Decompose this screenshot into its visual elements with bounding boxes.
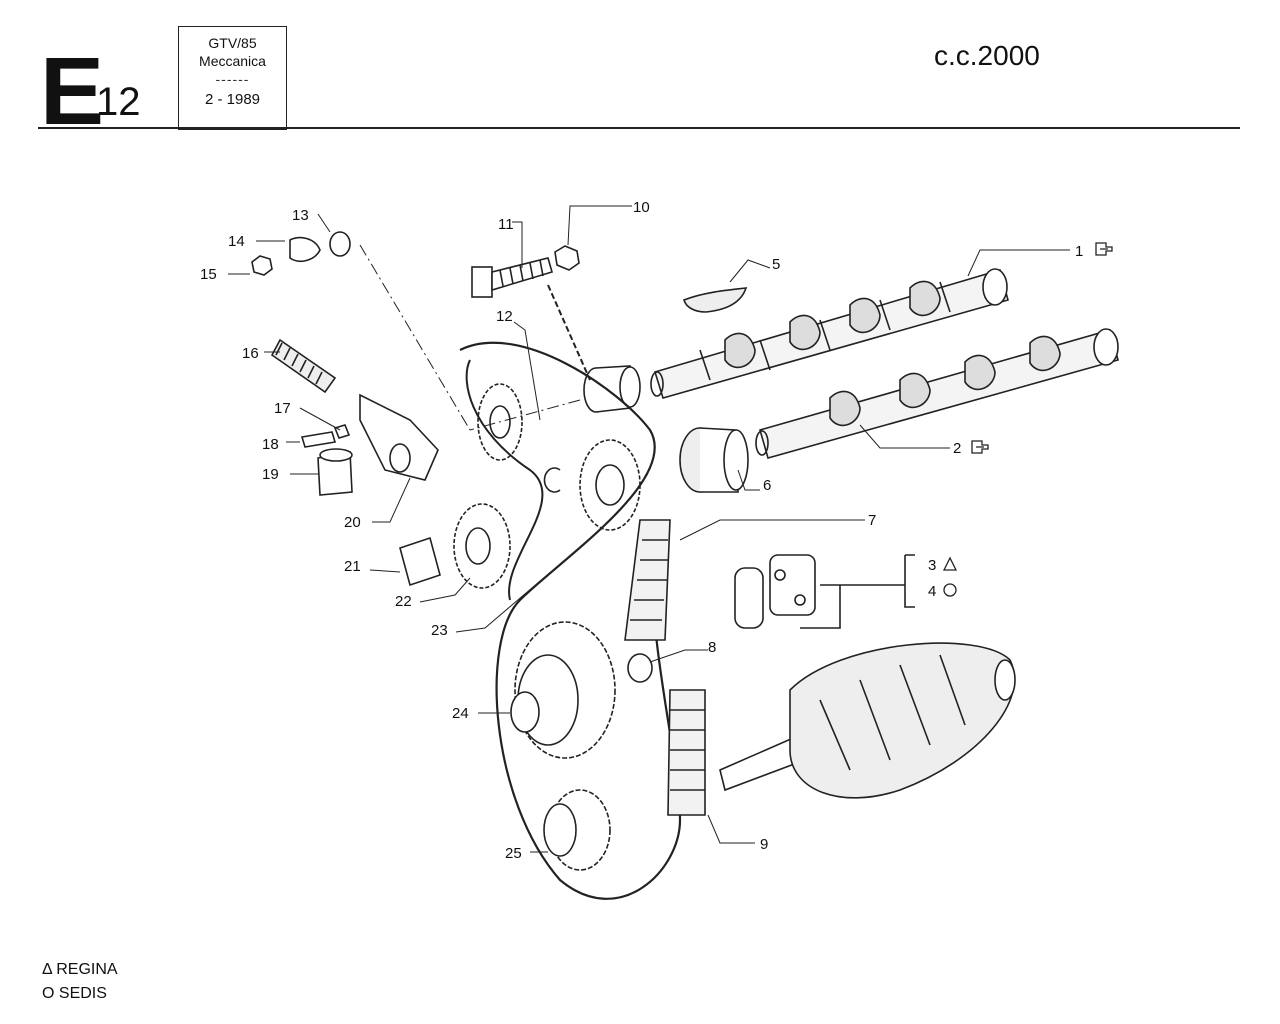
callout-10: 10 [633, 199, 650, 216]
model-label: GTV/85 [208, 35, 257, 51]
callout-21: 21 [344, 558, 361, 575]
callout-3: 3 [928, 557, 936, 574]
callout-6: 6 [763, 477, 771, 494]
section-letter: E [40, 38, 104, 145]
callout-16: 16 [242, 345, 259, 362]
callout-14: 14 [228, 233, 245, 250]
callout-2: 2 [953, 440, 961, 457]
callout-17: 17 [274, 400, 291, 417]
arrow-ref-icon [971, 440, 989, 454]
callout-1: 1 [1075, 243, 1083, 260]
group-label: Meccanica [199, 53, 266, 69]
triangle-icon [942, 556, 958, 571]
chain-master-link [734, 554, 816, 629]
arrow-ref-icon [1095, 242, 1113, 256]
callout-13: 13 [292, 207, 309, 224]
circle-icon [943, 583, 957, 597]
camshaft-intake [650, 268, 1009, 399]
spacer-flange [583, 365, 641, 413]
callout-20: 20 [344, 514, 361, 531]
supplier-legend: Δ REGINA O SEDIS [42, 958, 118, 1006]
callout-24: 24 [452, 705, 469, 722]
date-label: 2 - 1989 [204, 91, 261, 108]
callout-25: 25 [505, 845, 522, 862]
section-number: 12 [96, 80, 141, 124]
callout-11: 11 [498, 216, 514, 233]
tensioner-parts [251, 231, 511, 589]
timing-chain-upper [624, 519, 671, 641]
callout-5: 5 [772, 256, 780, 273]
woodruff-key [683, 287, 748, 313]
nut [554, 245, 580, 271]
callout-7: 7 [868, 512, 876, 529]
displacement-label: c.c.2000 [934, 40, 1040, 71]
timing-chain-lower [667, 689, 706, 816]
page-code: E 12 [40, 44, 141, 140]
callout-18: 18 [262, 436, 279, 453]
lower-sprocket [543, 789, 611, 871]
callout-15: 15 [200, 266, 217, 283]
bolt [471, 257, 553, 298]
callout-4: 4 [928, 583, 936, 600]
crankshaft [719, 642, 1016, 799]
callout-19: 19 [262, 466, 279, 483]
crank-nut [627, 653, 653, 683]
info-box: GTV/85 Meccanica ------ 2 - 1989 [178, 26, 287, 130]
callout-23: 23 [431, 622, 448, 639]
callout-9: 9 [760, 836, 768, 853]
camshaft-exhaust [755, 328, 1119, 459]
separator-label: ------ [215, 71, 250, 87]
circlip [543, 467, 561, 493]
header-rule [38, 127, 1240, 129]
callout-22: 22 [395, 593, 412, 610]
callout-8: 8 [708, 639, 716, 656]
crank-sprocket [510, 621, 616, 759]
cam-sprocket-hub [679, 427, 749, 493]
callout-12: 12 [496, 308, 513, 325]
legend-sedis: O SEDIS [42, 985, 107, 1002]
legend-regina: Δ REGINA [42, 961, 118, 978]
